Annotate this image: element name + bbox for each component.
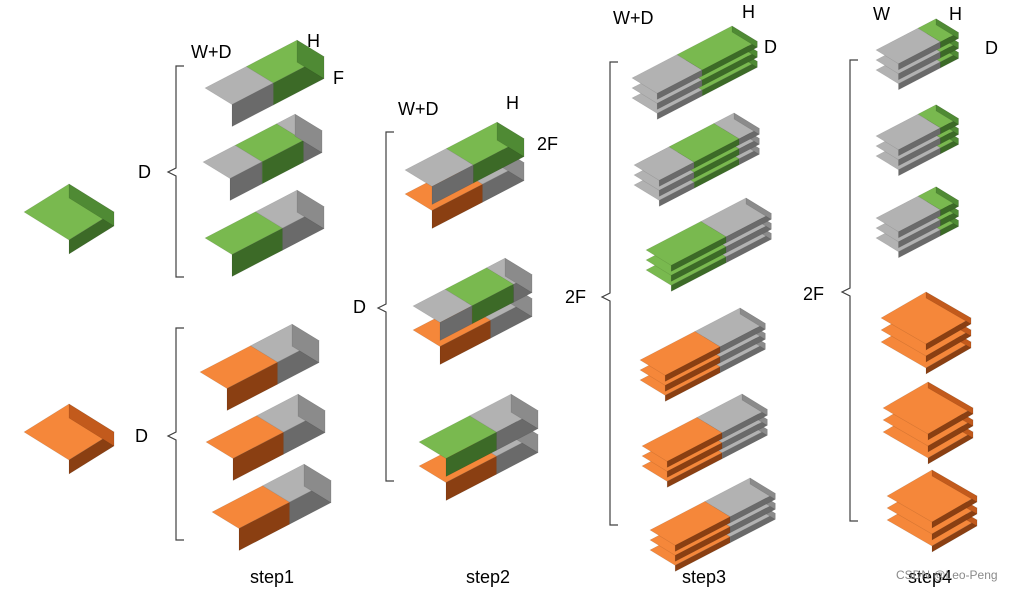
step1-label-d-top: D bbox=[138, 162, 151, 182]
step4-label-2f: 2F bbox=[803, 284, 824, 304]
step1-caption: step1 bbox=[250, 567, 294, 587]
step3-label-h: H bbox=[742, 2, 755, 22]
step3-orange-stack-2-0 bbox=[641, 393, 768, 468]
step3-green-stack-3-0 bbox=[645, 197, 772, 272]
step1-orange-block-2 bbox=[205, 393, 326, 481]
step1-orange-block-3 bbox=[211, 463, 332, 551]
step2-block-2-top bbox=[412, 257, 533, 341]
step3-orange-stack-1-0-side bbox=[739, 307, 766, 330]
step4-bracket bbox=[840, 59, 858, 522]
step3-orange-stack-2-0-side bbox=[741, 393, 768, 416]
step3-green-stack-1-0-side bbox=[731, 25, 758, 48]
step1-green-block-3 bbox=[204, 189, 325, 277]
step4-caption: step4 bbox=[908, 567, 952, 587]
step4-orange-stack-1-0 bbox=[880, 291, 972, 351]
step1-bracket-bottom bbox=[166, 327, 184, 541]
step3-bracket bbox=[600, 61, 618, 526]
step1-orange-block-1 bbox=[199, 323, 320, 411]
step4-green-stack-1-0 bbox=[875, 18, 960, 71]
step1-green-block-2-side bbox=[294, 113, 323, 154]
step4-green-stack-3-0 bbox=[875, 186, 960, 239]
step2-block-1-top-side bbox=[496, 121, 525, 158]
step3-orange-stack-3-0-side bbox=[749, 477, 776, 500]
source-orange-tile bbox=[23, 403, 115, 475]
step1-orange-block-3-side bbox=[303, 463, 332, 504]
source-orange-tile-side bbox=[68, 403, 115, 447]
step4-green-stack-3-0-side bbox=[935, 186, 959, 208]
step1-orange-block-1-side bbox=[291, 323, 320, 364]
step4-label-d: D bbox=[985, 38, 998, 58]
step4-green-stack-2-0 bbox=[875, 104, 960, 157]
step4-green-stack-2-0-side bbox=[935, 104, 959, 126]
source-green-tile bbox=[23, 183, 115, 255]
step4-label-w: W bbox=[873, 4, 890, 24]
step1-label-w-plus-d: W+D bbox=[191, 42, 232, 62]
step2-label-d: D bbox=[353, 297, 366, 317]
step2-label-2f: 2F bbox=[537, 134, 558, 154]
step3-label-d: D bbox=[764, 37, 777, 57]
step1-green-block-2 bbox=[202, 113, 323, 201]
step2-label-h: H bbox=[506, 93, 519, 113]
step3-orange-stack-3-0 bbox=[649, 477, 776, 552]
step1-label-d-bottom: D bbox=[135, 426, 148, 446]
step3-label-2f: 2F bbox=[565, 287, 586, 307]
step1-label-h: H bbox=[307, 31, 320, 51]
step1-green-block-3-side bbox=[296, 189, 325, 230]
step4-orange-stack-2-0-side bbox=[927, 381, 974, 415]
step2-block-1-top bbox=[404, 121, 525, 205]
step1-bracket-top bbox=[166, 65, 184, 278]
step1-orange-block-2-side bbox=[297, 393, 326, 434]
step3-label-w-plus-d: W+D bbox=[613, 8, 654, 28]
step2-block-3-top bbox=[418, 393, 539, 477]
step2-caption: step2 bbox=[466, 567, 510, 587]
step4-orange-stack-3-0-side bbox=[931, 469, 978, 503]
step1-green-block-1 bbox=[204, 39, 325, 127]
step4-orange-stack-3-0 bbox=[886, 469, 978, 529]
step2-label-w-plus-d: W+D bbox=[398, 99, 439, 119]
step2-bracket bbox=[376, 131, 394, 482]
step3-caption: step3 bbox=[682, 567, 726, 587]
step1-label-f: F bbox=[333, 68, 344, 88]
brackets-layer bbox=[166, 59, 858, 541]
step2-block-3-top-side bbox=[510, 393, 539, 430]
step3-orange-stack-1-0 bbox=[639, 307, 766, 382]
step1-green-block-1-side bbox=[296, 39, 325, 80]
step3-green-stack-2-0-side bbox=[733, 112, 760, 135]
step3-green-stack-1-0 bbox=[631, 25, 758, 100]
step4-orange-stack-2-0 bbox=[882, 381, 974, 441]
step3-green-stack-2-0 bbox=[633, 112, 760, 187]
source-green-tile-side bbox=[68, 183, 115, 227]
watermark: CSDN @Leo-Peng bbox=[896, 568, 998, 582]
step3-green-stack-3-0-side bbox=[745, 197, 772, 220]
step2-block-2-top-side bbox=[504, 257, 533, 294]
step4-label-h: H bbox=[949, 4, 962, 24]
step4-orange-stack-1-0-side bbox=[925, 291, 972, 325]
tiles-layer bbox=[23, 18, 978, 572]
step4-green-stack-1-0-side bbox=[935, 18, 959, 40]
